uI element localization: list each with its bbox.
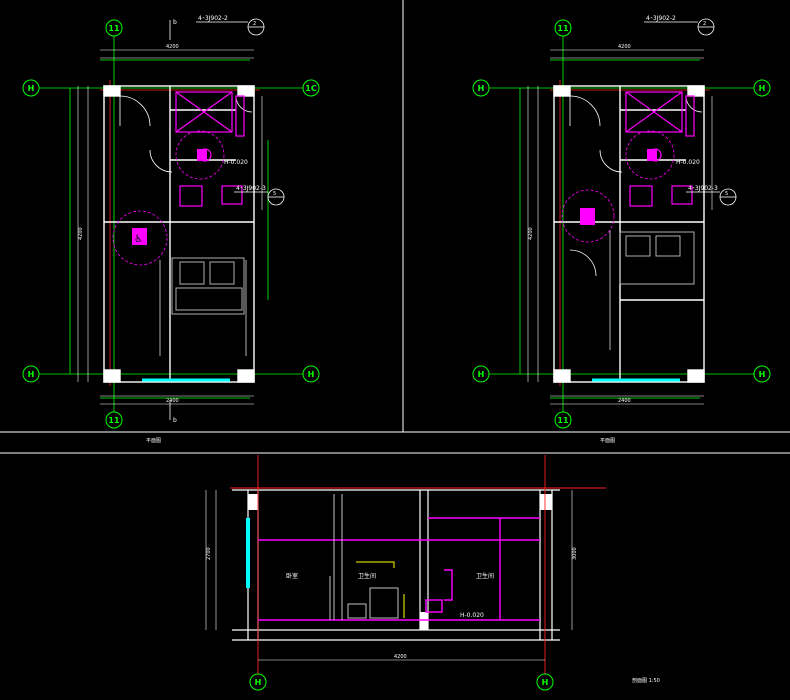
section-room-right: 卫生间 [476,572,494,580]
dim-bottom-right: 2400 [618,398,631,404]
dim-section-height-right: 3000 [572,547,578,560]
plan-title-left: 平面图 [146,438,161,444]
axis-bottom-right: 11 [557,416,569,425]
dim-top-left: 4200 [166,44,179,50]
ref-num-mid-right: 5 [725,191,728,197]
viewport-borders [0,0,790,454]
dim-section-height: 2700 [206,547,212,560]
grid-lines-left [38,36,310,412]
section-mark-top: b [173,19,177,26]
axis-top-left: 11 [108,24,120,33]
axis-section-right: H [542,678,549,687]
axis-rb-right: H [759,370,766,379]
ref-num-top-right: 2 [703,21,706,27]
fixtures-left [175,91,245,207]
dim-top-right: 4200 [618,44,631,50]
axis-lt-right: H [478,84,485,93]
axis-bubbles-left [22,19,320,429]
axis-lb-right: H [478,370,485,379]
ref-num-top-left: 2 [253,21,256,27]
ref-top-left: 4⁃3J902-2 [198,15,228,22]
ref-mid-left: 4⁃3J902-3 [236,185,266,192]
section-room-left: 卧室 [286,572,298,580]
plan-right: 4⁃3J902-2 2 4⁃3J902-3 5 H-0.020 4200 240… [472,15,771,444]
level-right: H-0.020 [676,159,700,166]
section-title: 剖面图 1:50 [632,677,660,684]
svg-text:♿: ♿ [134,234,143,245]
furniture-left [159,257,247,356]
axis-rt-right: H [759,84,766,93]
level-left: H-0.020 [224,159,248,166]
dim-section-width: 4200 [394,654,407,660]
axis-section-left: H [255,678,262,687]
plan-title-right: 平面图 [600,438,615,444]
axis-rt-left: 1C [305,84,317,93]
section-view: 2700 3000 4200 卧室 卫生间 卫生间 H-0.020 H H 剖面… [205,455,660,691]
axis-lt-left: H [28,84,35,93]
dim-side-right: 4200 [528,227,534,240]
dim-bottom-left: 2400 [166,398,179,404]
dim-side-left: 4200 [78,227,84,240]
axis-lb-left: H [28,370,35,379]
ref-top-right: 4⁃3J902-2 [646,15,676,22]
section-mark-bottom: b [173,417,177,424]
axis-top-right: 11 [557,24,569,33]
plan-left: ♿ b b [22,15,320,444]
level-section: H-0.020 [460,612,484,619]
section-room-mid: 卫生间 [358,572,376,580]
ref-mid-right: 4⁃3J902-3 [688,185,718,192]
ref-num-mid-left: 5 [273,191,276,197]
axis-rb-left: H [308,370,315,379]
axis-bottom-left: 11 [108,416,120,425]
